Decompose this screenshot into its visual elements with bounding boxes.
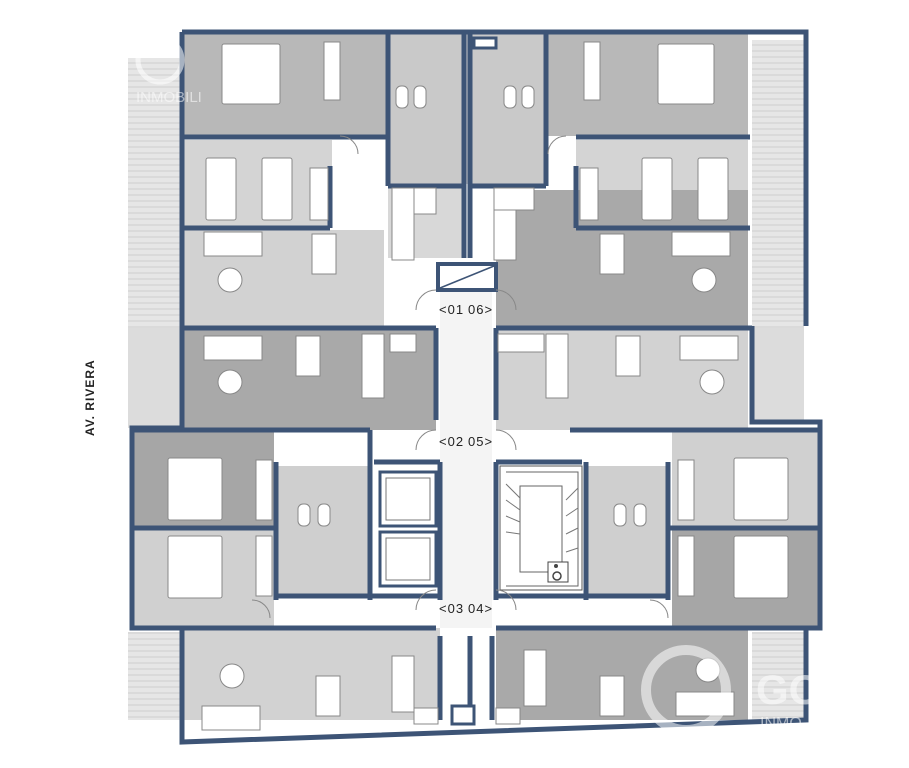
- wardrobe-icon: [583, 41, 601, 101]
- unit-label-05: 05>: [468, 434, 493, 449]
- cooktop-icon: [497, 333, 545, 353]
- bed-icon: [221, 43, 281, 105]
- toilet-icon: [297, 503, 311, 527]
- wardrobe-icon: [323, 41, 341, 101]
- cooktop-icon: [413, 707, 439, 725]
- toilet-icon: [503, 85, 517, 109]
- watermark-bottom-right: GO INMO: [641, 645, 821, 735]
- unit-label-04: 04>: [468, 601, 493, 616]
- bed-icon: [733, 535, 789, 599]
- wheelchair-icon: [547, 561, 569, 583]
- wardrobe-icon: [309, 167, 329, 221]
- watermark-top-left: INMOBILI: [135, 35, 202, 106]
- shafts: [436, 36, 498, 726]
- cooktop-icon: [413, 187, 437, 215]
- table-icon: [217, 369, 243, 395]
- cooktop-icon: [495, 707, 521, 725]
- watermark-text-top: INMOBILI: [136, 89, 202, 106]
- dining-table-icon: [311, 233, 337, 275]
- toilet-icon: [633, 503, 647, 527]
- bed-icon: [733, 457, 789, 521]
- street-label: AV. RIVERA: [83, 359, 97, 436]
- counter-icon: [361, 333, 385, 399]
- toilet-icon: [613, 503, 627, 527]
- counter-icon: [523, 649, 547, 707]
- wardrobe-icon: [255, 459, 273, 521]
- bed-icon: [205, 157, 237, 221]
- counter-icon: [391, 187, 415, 261]
- cooktop-icon: [389, 333, 417, 353]
- bed-icon: [261, 157, 293, 221]
- table-icon: [219, 663, 245, 689]
- sofa-icon: [671, 231, 731, 257]
- dining-table-icon: [615, 335, 641, 377]
- door-swings: [251, 135, 669, 619]
- table-icon: [699, 369, 725, 395]
- watermark-logo: GO: [756, 666, 821, 713]
- stair-icon: [499, 465, 583, 591]
- elevator-icon: [378, 470, 438, 588]
- table-icon: [217, 267, 243, 293]
- wardrobe-icon: [677, 459, 695, 521]
- unit-label-06: 06>: [468, 302, 493, 317]
- balconies: [128, 40, 804, 720]
- bed-icon: [697, 157, 729, 221]
- wardrobe-icon: [677, 535, 695, 597]
- unit-labels: <01 06> <02 05> <03 04>: [439, 302, 493, 616]
- table-icon: [691, 267, 717, 293]
- walls: [129, 29, 823, 745]
- wardrobe-icon: [255, 535, 273, 597]
- unit-label-02: <02: [439, 434, 464, 449]
- dining-table-icon: [599, 233, 625, 275]
- sofa-icon: [679, 335, 739, 361]
- dining-table-icon: [599, 675, 625, 717]
- bed-icon: [167, 457, 223, 521]
- counter-icon: [545, 333, 569, 399]
- toilet-icon: [521, 85, 535, 109]
- dining-table-icon: [315, 675, 341, 717]
- dining-table-icon: [295, 335, 321, 377]
- toilet-icon: [413, 85, 427, 109]
- counter-icon: [391, 655, 415, 713]
- watermark-text-bottom: INMO: [760, 715, 802, 732]
- bed-icon: [641, 157, 673, 221]
- bed-icon: [657, 43, 715, 105]
- unit-label-01: <01: [439, 302, 464, 317]
- sofa-icon: [201, 705, 261, 731]
- sofa-icon: [203, 335, 263, 361]
- unit-label-03: <03: [439, 601, 464, 616]
- bed-icon: [167, 535, 223, 599]
- toilet-icon: [395, 85, 409, 109]
- cooktop-icon: [493, 187, 535, 211]
- toilet-icon: [317, 503, 331, 527]
- sofa-icon: [203, 231, 263, 257]
- furniture: [167, 41, 789, 731]
- wardrobe-icon: [579, 167, 599, 221]
